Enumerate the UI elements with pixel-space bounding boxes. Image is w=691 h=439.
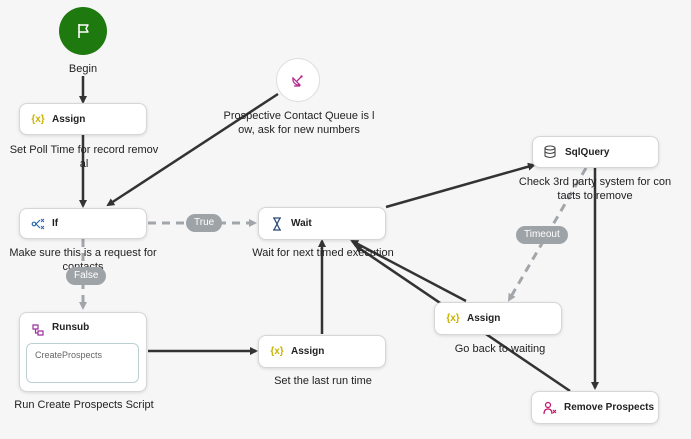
edge-queue-if (106, 92, 279, 207)
edge-label-true[interactable]: True (186, 214, 223, 232)
edge-wait-sqlquery (385, 162, 536, 209)
assign-last-node[interactable]: {x} Assign (258, 335, 386, 368)
assign-back-title: Assign (467, 313, 501, 324)
assign-poll-caption: Set Poll Time for record remov al (9, 144, 159, 170)
hourglass-icon (269, 216, 285, 232)
begin-label: Begin (68, 63, 98, 75)
wait-caption: Wait for next timed execution (252, 247, 394, 259)
runsub-caption: Run Create Prospects Script (14, 399, 154, 411)
assign-last-caption: Set the last run time (274, 375, 372, 387)
assign-last-title: Assign (291, 346, 325, 357)
queue-low-caption: Prospective Contact Queue is l ow, ask f… (223, 110, 375, 136)
sqlquery-node[interactable]: SqlQuery (532, 136, 659, 168)
wait-node[interactable]: Wait (258, 207, 386, 240)
assign-back-node[interactable]: {x} Assign (434, 302, 562, 335)
remove-prospects-title: Remove Prospects (564, 402, 655, 413)
edge-assignback-wait (350, 239, 467, 303)
queue-low-node[interactable] (276, 58, 320, 102)
subprocess-icon (30, 322, 46, 338)
edge-label-false[interactable]: False (66, 267, 107, 285)
wait-title: Wait (291, 218, 312, 229)
assign-back-caption: Go back to waiting (454, 343, 546, 355)
database-icon (543, 144, 559, 160)
assign-poll-title: Assign (52, 113, 86, 125)
edge-label-timeout[interactable]: Timeout (516, 226, 568, 244)
satellite-dish-icon (292, 75, 303, 87)
branch-icon (30, 216, 46, 232)
runsub-script-field[interactable]: CreateProspects (26, 343, 139, 383)
assign-poll-node[interactable]: {x} Assign (19, 103, 147, 135)
variable-icon: {x} (270, 346, 284, 357)
begin-node[interactable] (59, 7, 107, 55)
if-title: If (52, 218, 59, 229)
runsub-title: Runsub (52, 322, 90, 333)
flag-icon (78, 24, 89, 38)
sqlquery-caption: Check 3rd party system for con tacts to … (518, 176, 672, 202)
variable-icon: {x} (31, 113, 45, 125)
variable-icon: {x} (446, 313, 460, 324)
remove-prospects-node[interactable]: Remove Prospects (531, 391, 659, 424)
if-node[interactable]: If (19, 208, 147, 239)
remove-user-icon (542, 400, 558, 416)
sqlquery-title: SqlQuery (565, 146, 610, 158)
